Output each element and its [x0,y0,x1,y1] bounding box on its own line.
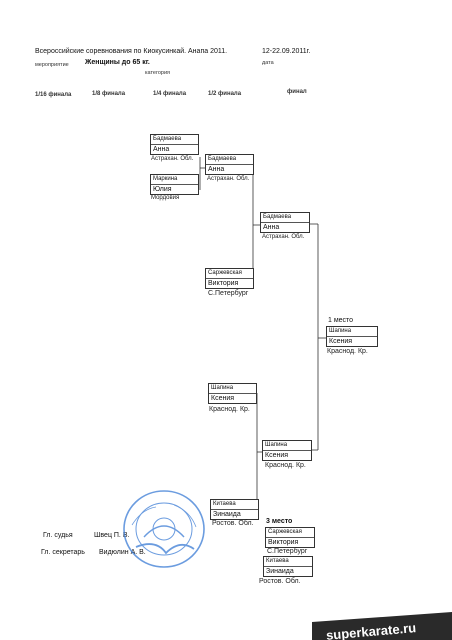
region-third-a: С.Петербург [267,548,308,555]
first-name: Ксения [263,450,311,460]
bracket-box-s1-top: Бадмаева Анна [205,154,254,175]
round-final: финал [287,89,307,95]
surname: Шапина [265,442,288,448]
chief-secretary-label: Гл. секретарь [41,549,85,556]
category-title: Женщины до 65 кг. [85,59,150,66]
dates-caption: дата [262,60,274,66]
watermark-logo: superkarate.ru [312,612,452,640]
region-q1-top: Астрахан. Обл. [151,156,194,162]
bracket-box-final-top: Бадмаева Анна [260,212,310,233]
first-name: Зинаида [211,509,258,519]
surname: Саржевская [268,529,302,535]
bracket-box-s1-bottom: Саржевская Виктория [205,268,254,289]
surname: Шапина [329,328,352,334]
surname: Бадмаева [263,214,292,220]
surname: Китаева [213,501,236,507]
first-name: Анна [206,164,253,174]
bracket-box-s2-top: Шапина Ксения [208,383,257,404]
first-place-label: 1 место [328,317,354,324]
first-name: Виктория [206,278,253,288]
region-final-bottom: Краснод. Кр. [265,462,306,469]
bracket-box-q1-bottom: Маркина Юлия [150,174,199,195]
first-name: Юлия [151,184,198,194]
region-s1-bottom: С.Петербург [208,290,249,297]
region-s1-top: Астрахан. Обл. [207,176,250,182]
region-s2-top: Краснод. Кр. [209,406,250,413]
region-final-top: Астрахан. Обл. [262,234,305,240]
surname: Шапина [211,385,234,391]
third-place-label: 3 место [266,518,293,525]
bracket-box-s2-bottom: Китаева Зинаида [210,499,259,520]
event-dates: 12-22.09.2011г. [262,48,311,55]
bracket-box-third-b: Китаева Зинаида [263,556,313,577]
chief-secretary-name: Видюлин А. В. [99,549,146,556]
first-name: Анна [151,144,198,154]
region-q1-bottom: Мордовия [151,195,180,201]
bracket-box-winner: Шапина Ксения [326,326,378,347]
watermark-text: superkarate.ru [325,620,416,640]
surname: Бадмаева [208,156,237,162]
surname: Бадмаева [153,136,182,142]
region-s2-bottom: Ростов. Обл. [212,520,254,527]
surname: Китаева [266,558,289,564]
first-name: Анна [261,222,309,232]
event-title: Всероссийские соревнования по Киокусинка… [35,48,228,55]
seal-stamp [123,490,205,568]
round-1-16: 1/16 финала [35,92,72,98]
round-1-4: 1/4 финала [153,91,187,97]
bracket-box-q1-top: Бадмаева Анна [150,134,199,155]
bracket-box-third-a: Саржевская Виктория [265,527,315,548]
surname: Маркина [153,176,178,182]
chief-judge-label: Гл. судья [43,532,73,539]
region-winner: Краснод. Кр. [327,348,368,355]
first-name: Зинаида [264,566,312,576]
surname: Саржевская [208,270,242,276]
first-name: Виктория [266,537,314,547]
event-caption: мероприятие [35,62,69,68]
first-name: Ксения [209,393,256,403]
chief-judge-name: Швец П. В. [94,532,130,539]
bracket-box-final-bottom: Шапина Ксения [262,440,312,461]
first-name: Ксения [327,336,377,346]
round-1-8: 1/8 финала [92,91,126,97]
category-caption: категория [145,70,171,76]
region-third-b: Ростов. Обл. [259,578,301,585]
round-1-2: 1/2 финала [208,91,242,97]
